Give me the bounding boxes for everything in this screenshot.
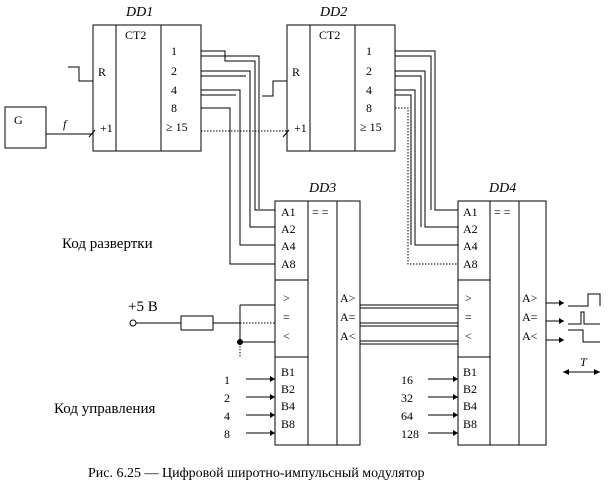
b3-value-1: 1: [224, 373, 230, 387]
control-code-label: Код управления: [54, 401, 155, 417]
dd3-cmp-eq: =: [283, 310, 290, 324]
dd4-cmp-eq: =: [465, 310, 472, 324]
dd4-cmp-gt: >: [465, 291, 472, 305]
dd4-out-gt: A>: [522, 291, 538, 305]
counter-dd2: DD2 CT2 R +1 1 2 4 8 ≥ 15: [286, 5, 396, 152]
bus-dd3-to-dd4: [360, 304, 458, 345]
dd3-b4: B4: [281, 399, 295, 413]
dd2-out-4: 4: [366, 83, 372, 97]
sweep-code-label: Код развертки: [62, 236, 153, 252]
dd2-reset-label: R: [292, 65, 300, 79]
b4-value-16: 16: [401, 373, 413, 387]
dd3-a8: A8: [281, 257, 296, 271]
dd4-b8: B8: [463, 417, 477, 431]
dd2-title: DD2: [319, 5, 347, 20]
dd4-a8: A8: [463, 257, 478, 271]
dd4-out-eq: A=: [522, 310, 538, 324]
dd4-out-lt: A<: [522, 329, 538, 343]
dd4-b2: B2: [463, 382, 477, 396]
dd2-out-2: 2: [366, 64, 372, 78]
dd2-out-15: ≥ 15: [360, 120, 382, 134]
dd4-a4: A4: [463, 239, 478, 253]
dd3-out-lt: A<: [340, 329, 356, 343]
bus-dd2-to-dd4: [395, 50, 458, 265]
dd1-type: CT2: [125, 28, 146, 42]
dd2-out-8: 8: [366, 101, 372, 115]
dd2-out-1: 1: [366, 44, 372, 58]
dd4-a1: A1: [463, 205, 478, 219]
dd3-title: DD3: [308, 181, 336, 196]
dd1-out-4: 4: [171, 83, 177, 97]
dd3-a1: A1: [281, 205, 296, 219]
comparator-dd4: DD4 = = A1 A2 A4 A8 > = < B1 B2 B4 B8 A>…: [457, 181, 547, 446]
counter-dd1: DD1 CT2 R +1 1 2 4 8 ≥ 15: [92, 5, 202, 152]
generator-freq: f: [63, 117, 68, 131]
dd1-clock-label: +1: [100, 121, 113, 135]
figure-caption: Рис. 6.25 — Цифровой широтно-импульсный …: [88, 466, 425, 481]
supply-label: +5 В: [128, 299, 158, 315]
dd3-out-eq: A=: [340, 310, 356, 324]
dd1-out-8: 8: [171, 101, 177, 115]
dd4-a2: A2: [463, 222, 478, 236]
dd4-title: DD4: [488, 181, 516, 196]
dd2-clock-tick: [282, 129, 290, 138]
dd4-cmp-lt: <: [465, 329, 472, 343]
dd3-func: = =: [312, 205, 329, 219]
control-code-dd4: 16 32 64 128: [401, 373, 458, 441]
dd1-out-1: 1: [171, 44, 177, 58]
waveforms: T: [563, 293, 601, 375]
dd1-out-15: ≥ 15: [166, 120, 188, 134]
dd4-func: = =: [494, 205, 511, 219]
b3-value-2: 2: [224, 391, 230, 405]
b4-value-64: 64: [401, 409, 413, 423]
outputs-dd4: [546, 300, 564, 343]
dd3-cmp-lt: <: [283, 329, 290, 343]
dd3-a2: A2: [281, 222, 296, 236]
supply-network: +5 В: [128, 299, 275, 357]
dd1-out-2: 2: [171, 64, 177, 78]
generator-label: G: [14, 113, 23, 127]
comparator-dd3: DD3 = = A1 A2 A4 A8 > = < B1 B2 B4 B8 A>…: [274, 181, 361, 446]
b4-value-32: 32: [401, 391, 413, 405]
dd3-b1: B1: [281, 365, 295, 379]
period-label: T: [580, 355, 588, 369]
b3-value-4: 4: [224, 409, 230, 423]
dd1-title: DD1: [125, 5, 153, 20]
bus-dd1-to-dd3: [201, 50, 275, 265]
dd2-type: CT2: [319, 28, 340, 42]
dd3-b8: B8: [281, 417, 295, 431]
dd3-a4: A4: [281, 239, 296, 253]
reset-ground-dd2: [262, 80, 287, 97]
dd2-clock-label: +1: [294, 121, 307, 135]
dd1-reset-label: R: [98, 65, 106, 79]
dd4-b1: B1: [463, 365, 477, 379]
dd3-b2: B2: [281, 382, 295, 396]
reset-ground-dd1: [68, 66, 93, 82]
dd3-cmp-gt: >: [283, 291, 290, 305]
dd4-b4: B4: [463, 399, 477, 413]
generator: G f: [4, 106, 96, 149]
b3-value-8: 8: [224, 427, 230, 441]
control-code-dd3: 1 2 4 8: [224, 373, 275, 441]
b4-value-128: 128: [401, 427, 419, 441]
dd3-out-gt: A>: [340, 291, 356, 305]
